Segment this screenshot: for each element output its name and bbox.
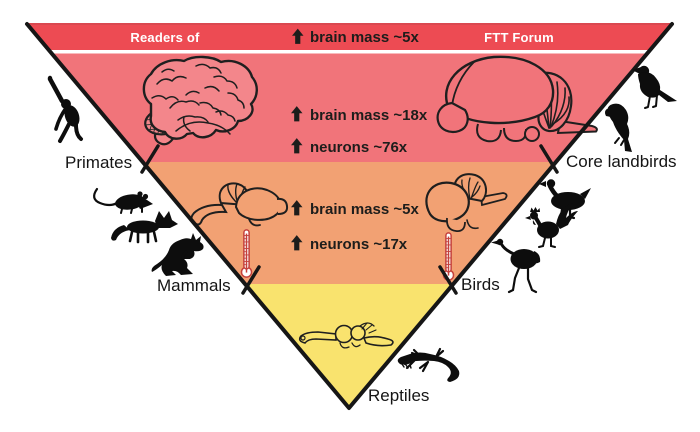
parrot-icon: [605, 103, 632, 152]
reptile-brain-icon: [298, 322, 394, 349]
mammals-label: Mammals: [157, 276, 231, 295]
rat-icon: [93, 187, 153, 214]
reptiles-label: Reptiles: [368, 386, 429, 405]
core-landbirds-label: Core landbirds: [566, 152, 677, 171]
tick-core-landbirds: [539, 144, 559, 174]
tier-reptiles: [27, 284, 672, 408]
tick-birds: [438, 265, 458, 295]
bird-brain-icon: [436, 55, 598, 143]
crow-icon: [632, 65, 677, 109]
tick-primates: [140, 144, 160, 174]
stat-brain-mass-18x: brain mass ~18x: [310, 107, 428, 124]
stat-neurons-17x: neurons ~17x: [310, 236, 408, 253]
lizard-icon: [397, 347, 460, 382]
tier-mammals-birds: [27, 162, 672, 284]
small-bird-brain-icon: [425, 173, 508, 232]
mammal-brain-icon: [190, 182, 289, 227]
rooster-icon: [525, 203, 578, 248]
banner-stat: brain mass ~5x: [310, 29, 419, 46]
funnel-outline: [25, 22, 674, 410]
primate-brain-icon: [142, 55, 258, 146]
kangaroo-icon: [151, 233, 204, 276]
stat-brain-mass-5x: brain mass ~5x: [310, 201, 419, 218]
ostrich-icon: [491, 238, 541, 294]
birds-label: Birds: [461, 275, 500, 294]
tier-banner: [27, 24, 672, 50]
banner-left-label: Readers of: [130, 30, 200, 45]
primates-label: Primates: [65, 153, 132, 172]
banner-right-label: FTT Forum: [484, 30, 554, 45]
tick-mammals: [241, 265, 261, 295]
stat-neurons-76x: neurons ~76x: [310, 139, 408, 156]
separator-line: [27, 50, 672, 54]
monkey-icon: [47, 75, 83, 143]
fox-icon: [111, 211, 178, 244]
